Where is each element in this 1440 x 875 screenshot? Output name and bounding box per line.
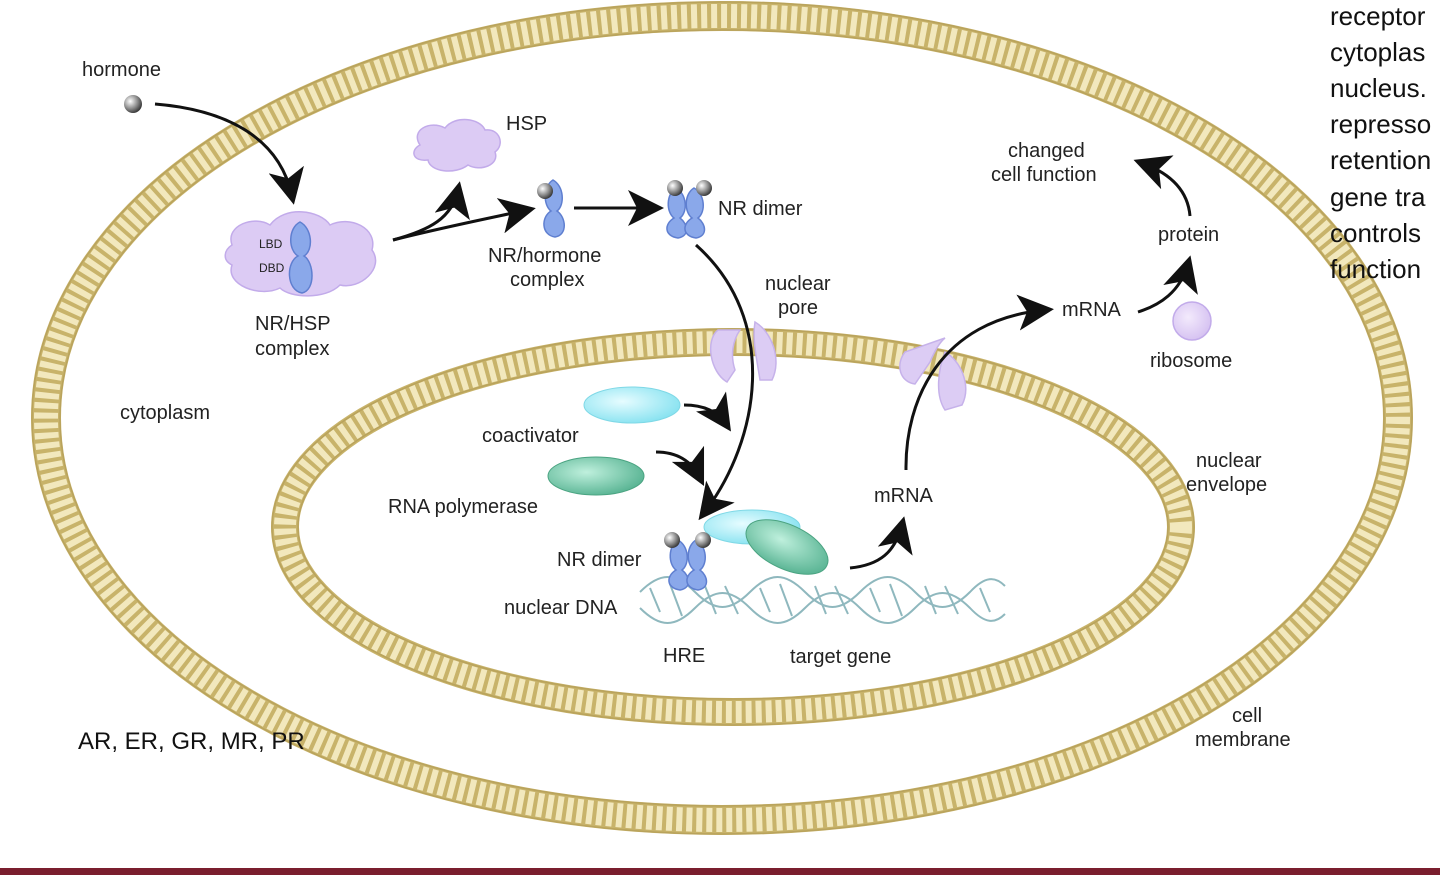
nr-dimer-top-label: NR dimer xyxy=(718,198,803,220)
hsp-cloud-icon xyxy=(413,118,501,172)
bottom-accent-bar xyxy=(0,868,1440,875)
ribosome-label: ribosome xyxy=(1150,350,1232,372)
hormone-molecule-icon xyxy=(124,95,142,113)
side-text-line: nucleus. xyxy=(1330,73,1427,103)
cell-membrane xyxy=(31,1,1413,835)
bound-nr-dimer-icon xyxy=(664,532,711,591)
nuclear-envelope-label-line2: envelope xyxy=(1186,474,1267,496)
nuclear-pore-left xyxy=(710,320,777,384)
bound-rna-polymerase-icon xyxy=(745,519,829,575)
changed-cell-function-label-line1: changed xyxy=(1008,140,1085,162)
nr-hormone-complex-icon xyxy=(537,179,565,238)
nr-hormone-label-line1: NR/hormone xyxy=(488,245,601,267)
cytoplasm-label: cytoplasm xyxy=(120,402,210,424)
side-text-line: controls xyxy=(1330,218,1421,248)
target-gene-label: target gene xyxy=(790,646,891,668)
nr-hsp-label-line2: complex xyxy=(255,338,329,360)
nuclear-pore-label-line1: nuclear xyxy=(765,273,831,295)
receptors-list-note: AR, ER, GR, MR, PR xyxy=(78,728,305,755)
side-text-line: cytoplas xyxy=(1330,37,1425,67)
nuclear-pore-right xyxy=(899,337,967,411)
hre-label: HRE xyxy=(663,645,705,667)
coactivator-label: coactivator xyxy=(482,425,579,447)
nuclear-dna-helix-icon xyxy=(639,576,1006,624)
rna-polymerase-label: RNA polymerase xyxy=(388,496,538,518)
nuclear-envelope-label-line1: nuclear xyxy=(1196,450,1262,472)
nr-hsp-label-line1: NR/HSP xyxy=(255,313,331,335)
coactivator-icon xyxy=(583,386,681,424)
mrna-nucleus-label: mRNA xyxy=(874,485,934,507)
hsp-label: HSP xyxy=(506,113,547,135)
side-text-block: receptor cytoplas nucleus. represso rete… xyxy=(1330,1,1431,284)
dbd-label: DBD xyxy=(259,261,285,275)
cell-membrane-label-line1: cell xyxy=(1232,705,1262,727)
nuclear-dna-label: nuclear DNA xyxy=(504,597,618,619)
mrna-cytoplasm-label: mRNA xyxy=(1062,299,1122,321)
side-text-line: retention xyxy=(1330,145,1431,175)
nuclear-pore-label-line2: pore xyxy=(778,297,818,319)
side-text-line: receptor xyxy=(1330,1,1426,31)
changed-cell-function-label-line2: cell function xyxy=(991,164,1097,186)
side-text-line: gene tra xyxy=(1330,182,1426,212)
nr-dimer-icon xyxy=(666,180,712,239)
side-text-line: represso xyxy=(1330,109,1431,139)
cell-membrane-label-line2: membrane xyxy=(1195,729,1291,751)
nr-hsp-complex-icon: LBD DBD xyxy=(224,211,377,297)
nr-hormone-label-line2: complex xyxy=(510,269,584,291)
rna-polymerase-icon xyxy=(547,456,645,496)
side-text-line: function xyxy=(1330,254,1421,284)
protein-label: protein xyxy=(1158,224,1219,246)
lbd-label: LBD xyxy=(259,237,283,251)
hormone-label: hormone xyxy=(82,59,161,81)
ribosome-icon xyxy=(1172,301,1212,341)
nr-dimer-dna-label: NR dimer xyxy=(557,549,642,571)
